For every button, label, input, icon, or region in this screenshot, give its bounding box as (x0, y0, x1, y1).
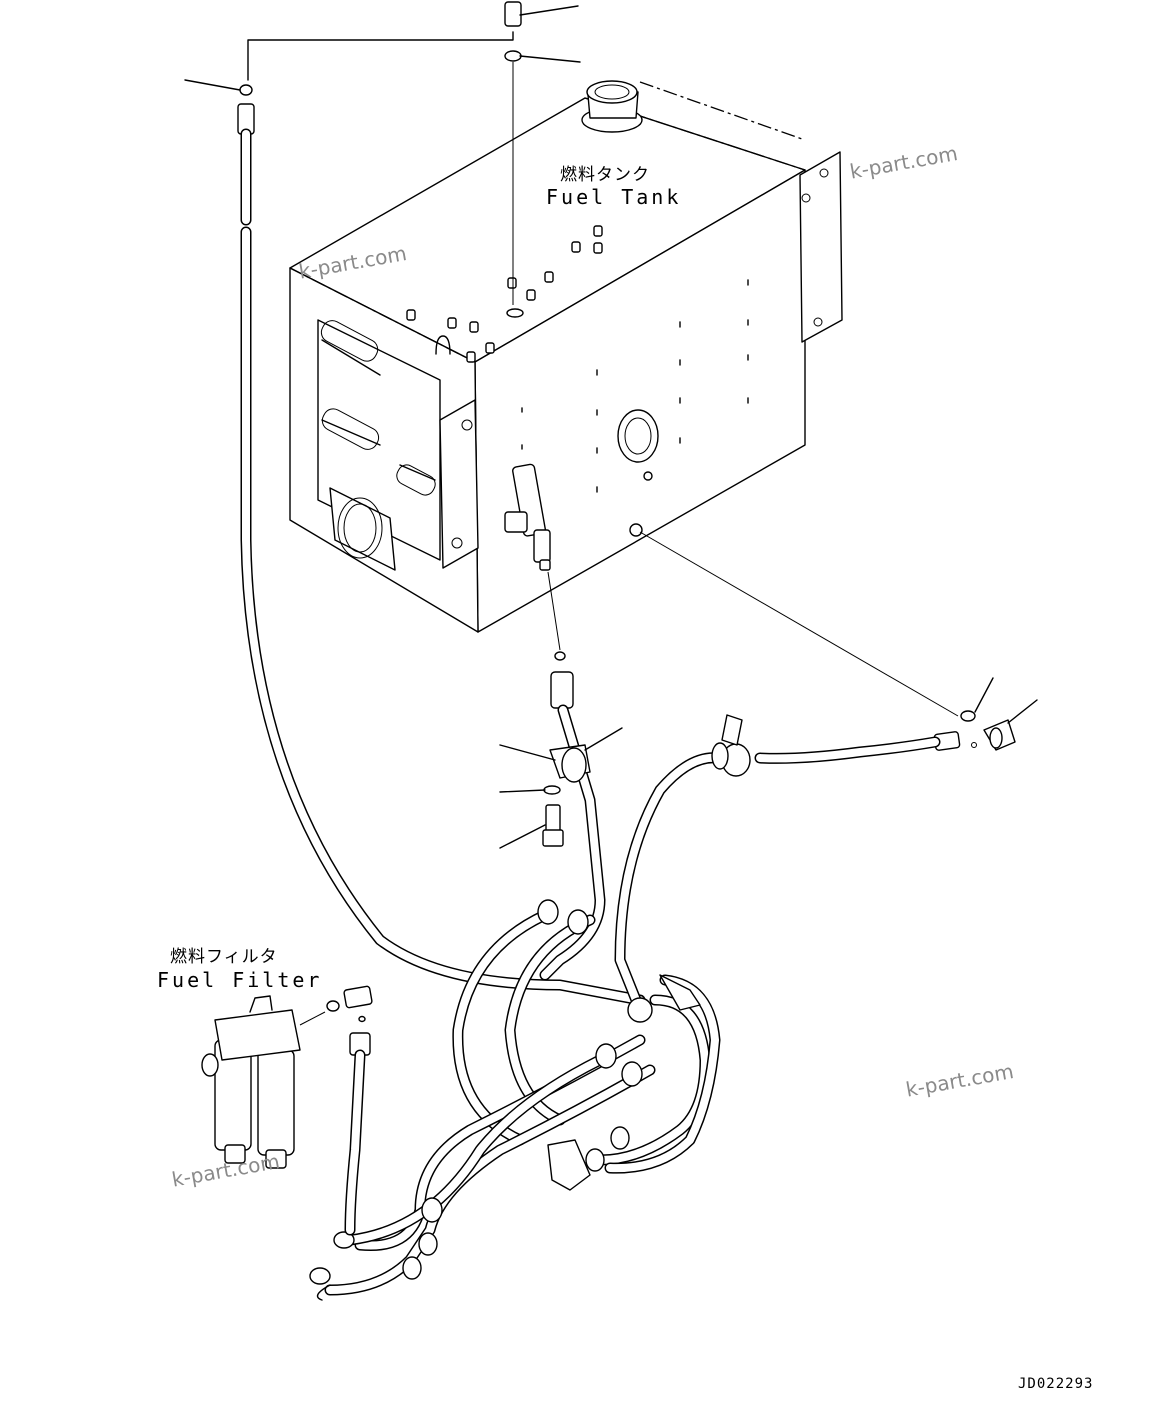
return-hose (237, 103, 646, 1006)
top-fitting-group (184, 1, 581, 305)
fuel-tank-label-jp: 燃料タンク (560, 165, 650, 185)
drain-valve (504, 463, 551, 571)
top-bosses (406, 225, 603, 363)
tank-mount-bracket-right (799, 151, 843, 343)
fuel-filter (201, 985, 373, 1236)
sight-gauge (617, 409, 659, 537)
fill-neck (581, 80, 643, 133)
fuel-filter-label-en: Fuel Filter (157, 968, 323, 992)
hose-bundle (309, 899, 721, 1301)
fuel-filter-label-jp: 燃料フィルタ (170, 947, 278, 967)
fuel-tank-label-en: Fuel Tank (546, 185, 682, 209)
drawing-number: JD022293 (1018, 1376, 1094, 1392)
tank-end-plate (317, 319, 479, 571)
side-return-hose (614, 531, 1038, 1016)
fuel-tank (289, 80, 843, 633)
supply-hose (499, 571, 623, 981)
front-face-slots (521, 279, 749, 493)
